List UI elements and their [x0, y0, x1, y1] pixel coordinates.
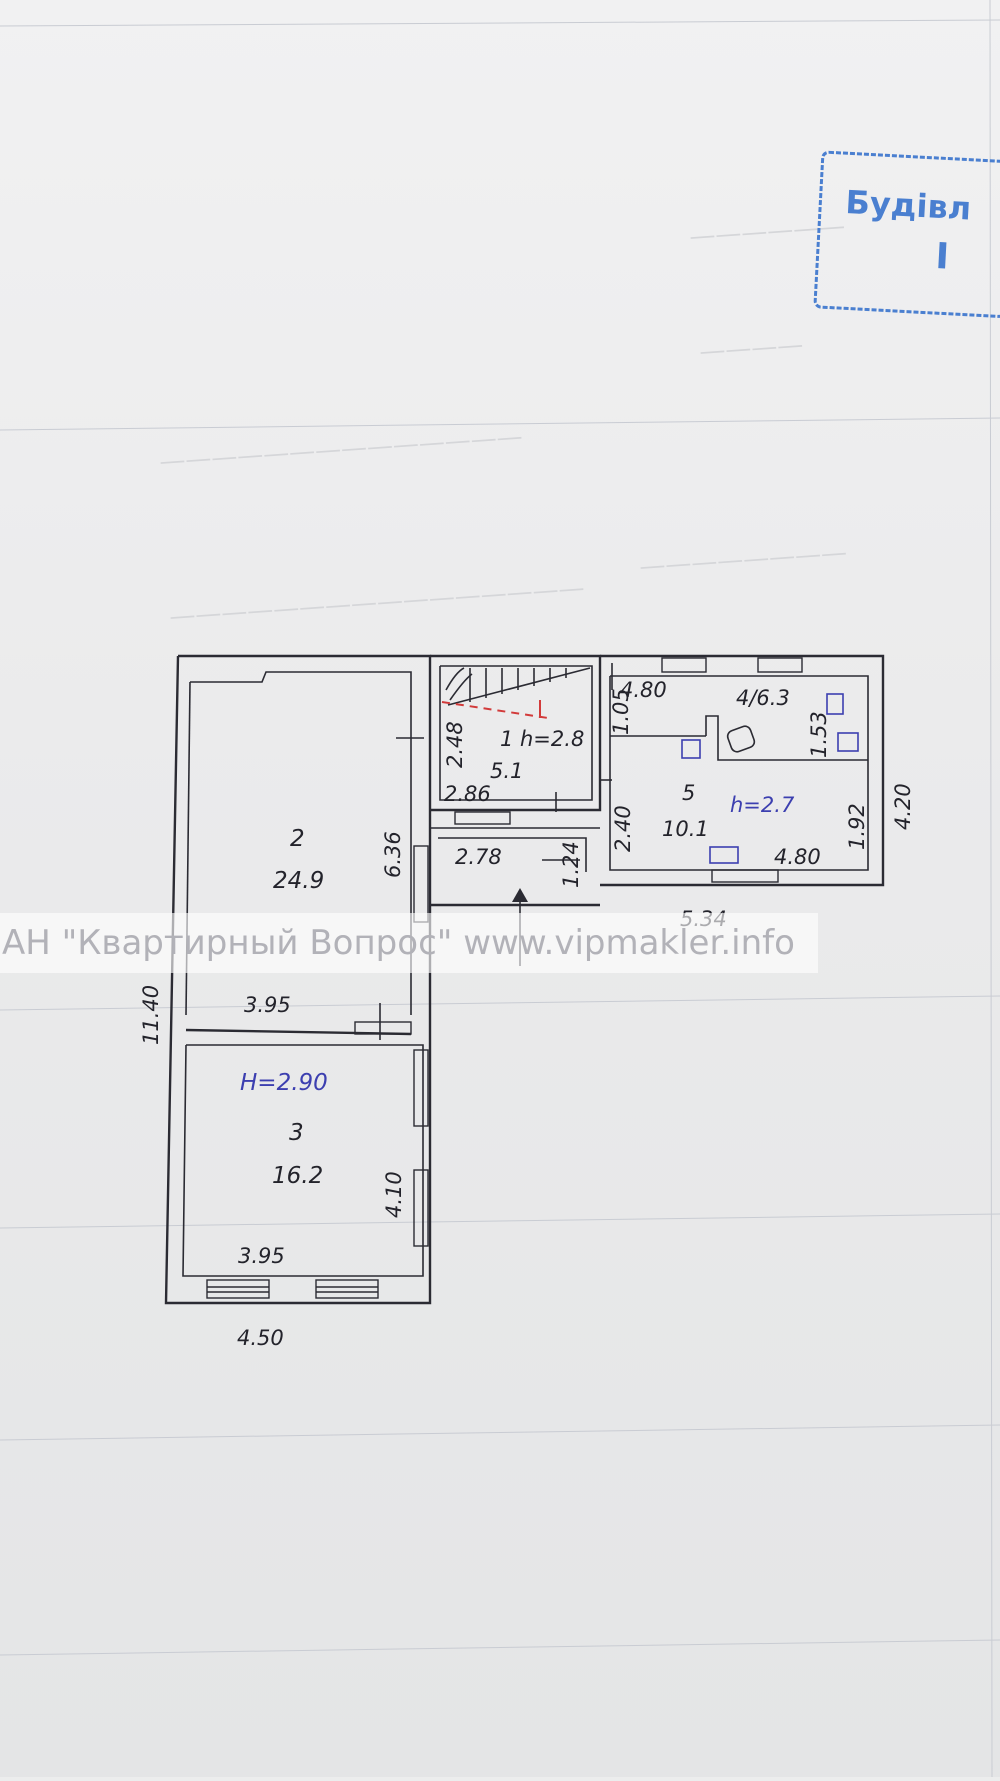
- stamp-text: Будівл: [845, 183, 973, 228]
- dimension-ticks: [379, 663, 613, 1040]
- dim-overall-height: 11.40: [139, 985, 163, 1045]
- bleed-through-marks: —————— ———— —————————————— ———————— ————…: [158, 211, 848, 632]
- dim-room1-width: 2.86: [444, 782, 491, 806]
- dim-overall-width: 4.50: [237, 1326, 284, 1350]
- dim-room5-right: 1.92: [845, 803, 869, 850]
- dim-room5-left: 2.40: [611, 805, 635, 852]
- dim-room5-bottom: 4.80: [774, 845, 821, 869]
- stair-block-wall: [430, 654, 602, 812]
- room1-area: 5.1: [490, 759, 523, 783]
- svg-text:————————: ————————: [638, 538, 848, 582]
- room1-number: 1: [500, 727, 513, 751]
- dim-room1-height: 2.48: [443, 721, 467, 768]
- room3-number: 3: [289, 1120, 304, 1146]
- dim-room4-left: 1.05: [609, 688, 633, 735]
- svg-text:————: ————: [698, 330, 804, 367]
- dim-room4-right: 1.53: [807, 711, 831, 758]
- room3-inner-wall: [182, 1044, 424, 1277]
- stamp-numeral: I: [935, 236, 951, 278]
- dim-room2-height: 6.36: [381, 831, 405, 878]
- room1-inner-wall: [439, 665, 593, 801]
- room2-area: 24.9: [273, 868, 324, 894]
- room5-number: 5: [682, 781, 695, 805]
- svg-text:——————————————: ——————————————: [158, 422, 523, 477]
- registry-stamp: Будівл I: [813, 150, 1000, 318]
- room2-number: 2: [290, 826, 305, 852]
- dimension-labels: 11.40 4.50 5.34 4.20 6.36 3.95 4.10 3.95…: [139, 678, 915, 1350]
- right-wing-inner-wall: [609, 675, 869, 871]
- svg-text:————————————————: ————————————————: [168, 573, 585, 632]
- staircase: [441, 667, 591, 719]
- right-wing-outer-wall: [600, 654, 885, 887]
- room4-label: 4/6.3: [736, 686, 790, 710]
- room5-area: 10.1: [662, 817, 709, 841]
- dim-right-wing-height: 4.20: [891, 783, 915, 830]
- window-right-1: [661, 657, 707, 673]
- dim-hall-width: 2.78: [455, 845, 502, 869]
- room5-height: h=2.7: [730, 793, 795, 817]
- dim-hall-depth: 1.24: [559, 841, 583, 888]
- room-labels: 1 h=2.8 5.1 2 24.9 H=2.90 3 16.2 4/6.3 5…: [240, 686, 795, 1189]
- window-right-3: [711, 869, 779, 883]
- floor-plan: [164, 654, 885, 1305]
- watermark-text: АН "Квартирный Вопрос" www.vipmakler.inf…: [2, 923, 795, 963]
- dim-room3-width: 3.95: [238, 1244, 285, 1268]
- room4-partition: [705, 715, 868, 761]
- room1-height: h=2.8: [520, 727, 584, 751]
- room2-inner-wall: [190, 671, 412, 1015]
- watermark-banner: АН "Квартирный Вопрос" www.vipmakler.inf…: [0, 913, 818, 973]
- left-wing-outer-wall: [164, 654, 432, 1305]
- windows-left-wing: [206, 845, 429, 1299]
- svg-text:——————: ——————: [688, 211, 846, 252]
- hall-inner-wall: [438, 837, 587, 872]
- hall-window: [454, 811, 511, 825]
- dim-room2-width: 3.95: [244, 993, 291, 1017]
- room3-area: 16.2: [272, 1163, 323, 1189]
- bathroom-fixtures: [681, 693, 859, 864]
- dim-room3-height: 4.10: [382, 1171, 406, 1218]
- dim-room4-top: 4.80: [620, 678, 667, 702]
- window-right-2: [757, 657, 803, 673]
- room3-height: H=2.90: [240, 1070, 328, 1096]
